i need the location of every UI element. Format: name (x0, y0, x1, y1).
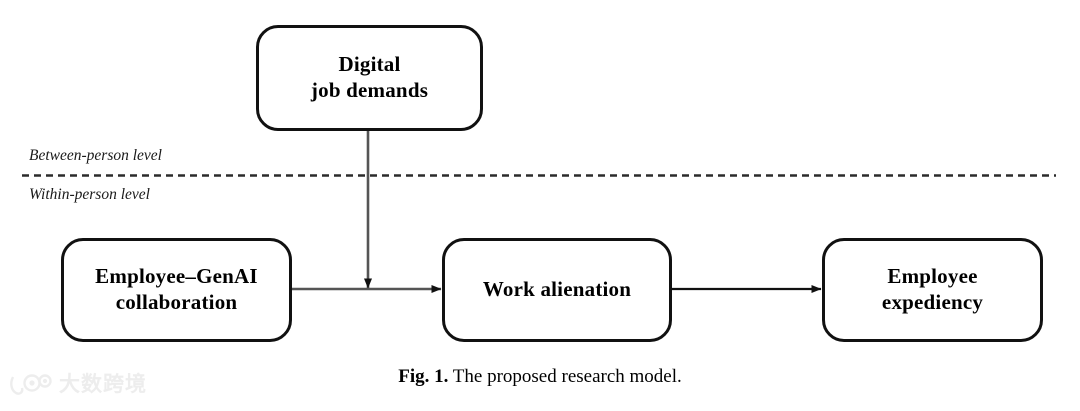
node-digital-job-demands-line1: Digital (338, 52, 401, 77)
node-employee-expediency-line2: expediency (881, 290, 984, 314)
node-digital-job-demands-label: Digital job demands (301, 52, 438, 103)
node-work-alienation: Work alienation (442, 238, 672, 342)
node-digital-job-demands-line2: job demands (310, 78, 429, 102)
node-employee-genai-line1: Employee–GenAI (95, 264, 258, 289)
node-work-alienation-label: Work alienation (482, 277, 632, 302)
node-employee-expediency-line1: Employee (887, 264, 978, 289)
node-employee-genai-collaboration-label: Employee–GenAI collaboration (85, 264, 268, 315)
node-employee-genai-line2: collaboration (115, 290, 238, 314)
figure-caption: Fig. 1. The proposed research model. (0, 366, 1080, 388)
figure-caption-prefix: Fig. 1. (398, 366, 449, 387)
node-employee-expediency: Employee expediency (822, 238, 1043, 342)
between-person-level-label: Between-person level (29, 147, 162, 164)
node-employee-expediency-label: Employee expediency (872, 264, 993, 315)
node-employee-genai-collaboration: Employee–GenAI collaboration (61, 238, 292, 342)
figure-caption-text: The proposed research model. (452, 366, 682, 387)
node-digital-job-demands: Digital job demands (256, 25, 483, 131)
within-person-level-label: Within-person level (29, 186, 150, 203)
